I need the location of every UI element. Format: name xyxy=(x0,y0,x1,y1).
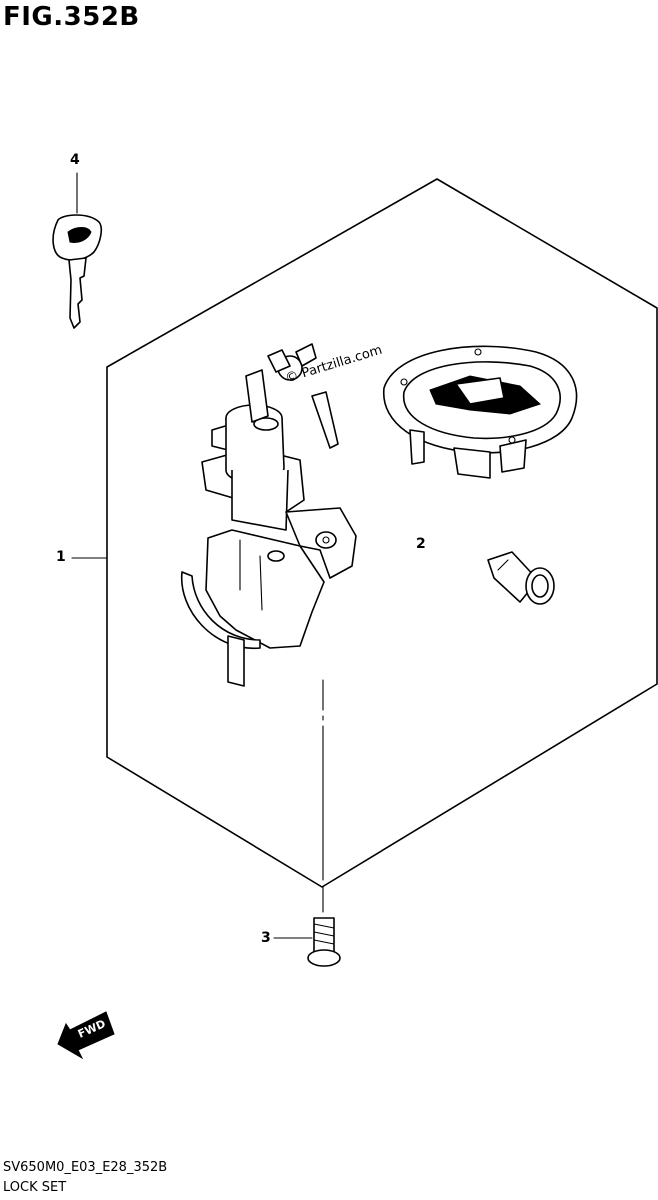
figure-code: SV650M0_E03_E28_352B xyxy=(3,1160,168,1175)
fuel-cap-icon xyxy=(383,345,578,479)
callout-2: 2 xyxy=(416,536,426,552)
callout-3: 3 xyxy=(261,930,271,946)
key-icon xyxy=(52,214,102,329)
lock-set-boundary xyxy=(106,178,658,888)
fwd-arrow-icon: FWD xyxy=(57,1011,115,1060)
figure-title: FIG.352B xyxy=(3,2,140,32)
seat-lock-cylinder-icon xyxy=(487,551,555,605)
ignition-switch-icon xyxy=(181,343,357,687)
callout-4: 4 xyxy=(70,152,80,168)
bolt-icon xyxy=(307,917,341,967)
callout-1: 1 xyxy=(56,549,66,565)
figure-name: LOCK SET xyxy=(3,1180,67,1195)
